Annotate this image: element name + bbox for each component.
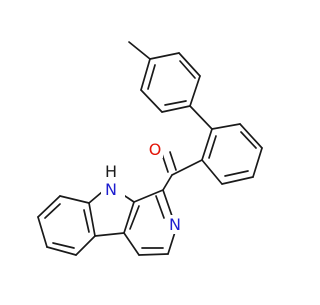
nh-hydrogen-label: H bbox=[105, 162, 117, 181]
phenyl-ring bbox=[201, 123, 263, 185]
molecule-drawing: O H N N bbox=[37, 41, 263, 256]
atom-label-oxygen: O bbox=[147, 140, 163, 159]
ketone-bond bbox=[162, 174, 173, 191]
atom-label-pyridine-n: N bbox=[166, 215, 184, 234]
biaryl-bond bbox=[189, 105, 213, 130]
structure-canvas: O H N N bbox=[37, 41, 263, 256]
oxygen-label: O bbox=[149, 140, 162, 159]
pyridine-ring bbox=[123, 189, 176, 256]
carbonyl-group bbox=[161, 151, 203, 176]
benzo-ring bbox=[37, 195, 96, 256]
tolyl-ring bbox=[128, 41, 201, 113]
atom-label-nh: H N bbox=[101, 162, 125, 199]
pyridine-nitrogen-label: N bbox=[169, 215, 181, 234]
nh-nitrogen-label: N bbox=[105, 180, 117, 199]
